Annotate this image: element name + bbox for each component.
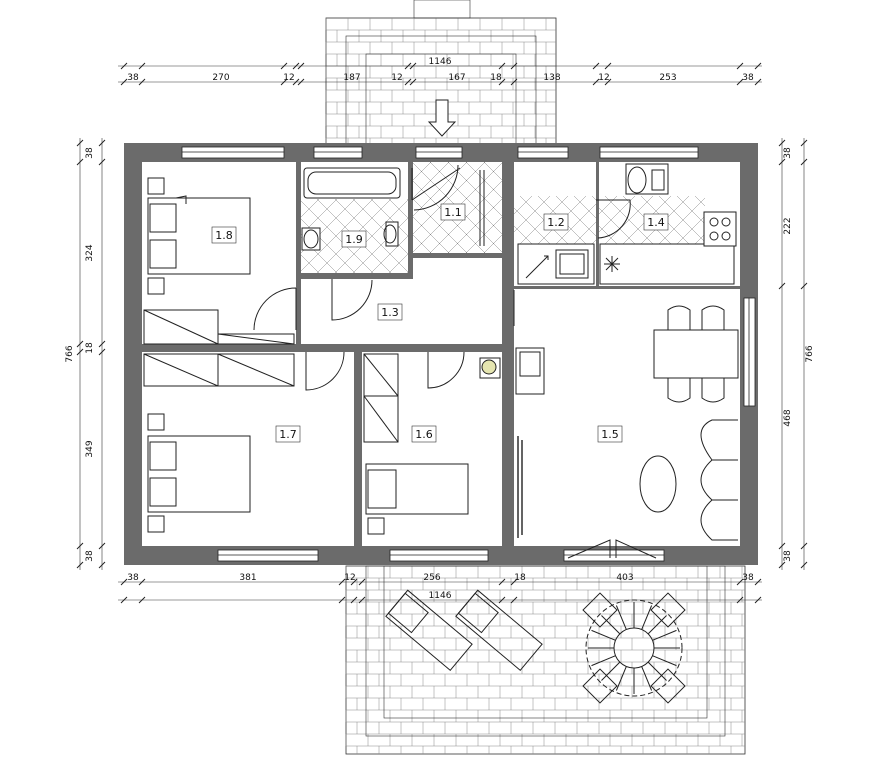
dim-top-seg: 12 (391, 73, 402, 83)
dim-right-seg: 38 (783, 550, 793, 562)
dim-right-seg: 38 (783, 147, 793, 159)
dim-top-seg: 12 (598, 73, 609, 83)
dimension-top: 1146 38 270 12 187 12 167 18 138 12 253 … (118, 57, 762, 86)
dim-left-seg: 38 (85, 147, 95, 159)
doors (253, 164, 657, 559)
dim-top-seg: 270 (212, 73, 229, 83)
room-label-1-5: 1.5 (597, 425, 623, 443)
dim-top-total: 1146 (429, 57, 452, 67)
svg-text:1.1: 1.1 (444, 206, 462, 219)
dim-bottom-seg: 256 (423, 573, 440, 583)
dim-bottom-seg: 12 (344, 573, 355, 583)
dim-left-seg: 324 (85, 244, 95, 261)
windows (181, 146, 756, 562)
dim-top-seg: 12 (283, 73, 294, 83)
svg-text:1.7: 1.7 (279, 428, 297, 441)
room-label-1-9: 1.9 (341, 230, 367, 248)
dim-right-seg: 222 (783, 217, 793, 234)
snowflake-icon (604, 256, 620, 272)
room-label-1-4: 1.4 (643, 213, 669, 231)
entrance-arrow-icon (427, 99, 457, 137)
dimension-right: 38 222 468 38 766 (778, 138, 815, 570)
dim-bottom-seg: 18 (514, 573, 526, 583)
dimension-bottom: 38 381 12 256 18 403 38 1146 (118, 573, 762, 604)
dim-bottom-seg: 38 (127, 573, 139, 583)
dim-bottom-total: 1146 (429, 591, 452, 601)
dim-top-seg: 38 (742, 73, 754, 83)
svg-text:1.9: 1.9 (345, 233, 363, 246)
entrance-terrace (325, 0, 557, 145)
dim-top-seg: 138 (543, 73, 560, 83)
room-labels: 1.8 1.9 1.1 1.2 1.4 1.3 1.7 1.6 (211, 203, 669, 443)
svg-text:1.5: 1.5 (601, 428, 619, 441)
dim-left-seg: 349 (85, 440, 95, 457)
svg-text:1.3: 1.3 (381, 306, 399, 319)
dim-left-seg: 38 (85, 550, 95, 562)
dim-top-seg: 38 (127, 73, 139, 83)
dim-bottom-seg: 38 (742, 573, 754, 583)
room-label-1-2: 1.2 (543, 213, 569, 231)
dim-left-total: 766 (65, 345, 75, 362)
dim-top-seg: 167 (448, 73, 465, 83)
svg-text:1.6: 1.6 (415, 428, 433, 441)
dim-top-seg: 253 (659, 73, 676, 83)
room-label-1-1: 1.1 (440, 203, 466, 221)
dim-top-seg: 18 (490, 73, 502, 83)
room-label-1-7: 1.7 (275, 425, 301, 443)
dim-right-seg: 468 (783, 409, 793, 426)
dim-bottom-seg: 381 (239, 573, 256, 583)
dim-bottom-seg: 403 (616, 573, 633, 583)
svg-text:1.2: 1.2 (547, 216, 565, 229)
room-label-1-3: 1.3 (377, 303, 403, 321)
dim-right-total: 766 (805, 345, 815, 362)
svg-text:1.4: 1.4 (647, 216, 665, 229)
svg-text:1.8: 1.8 (215, 229, 233, 242)
furniture (143, 163, 739, 704)
dimension-left: 766 38 324 18 349 38 (65, 138, 106, 570)
dim-top-seg: 187 (343, 73, 360, 83)
dim-left-seg: 18 (85, 342, 95, 354)
room-label-1-8: 1.8 (211, 226, 237, 244)
room-label-1-6: 1.6 (411, 425, 437, 443)
